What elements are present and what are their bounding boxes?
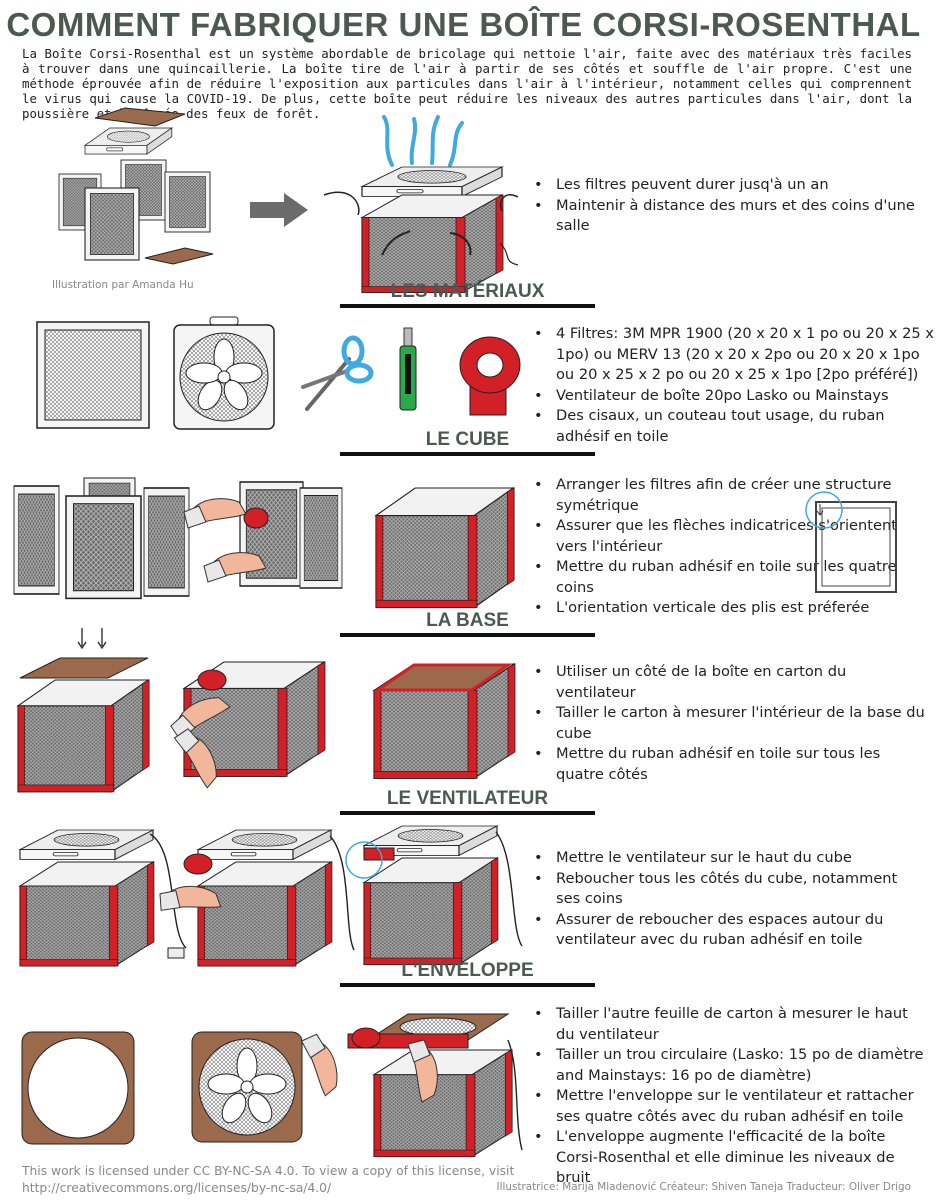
filter-illustration — [36, 321, 150, 429]
cardboard-cutout-illustration — [21, 1031, 135, 1145]
list-item: Maintenir à distance des murs et des coi… — [534, 196, 936, 237]
filter-orientation-diagram — [805, 491, 897, 593]
license-notice: This work is licensed under CC BY-NC-SA … — [22, 1164, 515, 1195]
cube-taping-illustration — [183, 481, 343, 589]
divider — [340, 811, 595, 815]
utility-knife-icon — [399, 327, 417, 411]
scissors-icon — [301, 335, 374, 411]
list-item: Assurer de reboucher des espaces autour … — [534, 910, 926, 951]
authors-credit: Illustratrice: Marija Mladenović Créateu… — [496, 1181, 911, 1193]
list-item: Les filtres peuvent durer jusq'à un an — [534, 175, 936, 196]
enveloppe-list: Tailler l'autre feuille de carton à mesu… — [528, 1004, 926, 1189]
section-heading-materiaux: LES MATÉRIAUX — [340, 282, 595, 308]
illustration-credit: Illustration par Amanda Hu — [52, 279, 194, 291]
list-item: 4 Filtres: 3M MPR 1900 (20 x 20 x 1 po o… — [534, 324, 941, 386]
intro-paragraph: La Boîte Corsi-Rosenthal est un système … — [22, 46, 912, 121]
section-heading-ventilateur: LE VENTILATEUR — [340, 789, 595, 815]
list-item: Mettre du ruban adhésif en toile sur tou… — [534, 744, 926, 785]
cube-arrange-filters-illustration — [13, 477, 190, 600]
list-item: Tailler l'autre feuille de carton à mesu… — [534, 1004, 926, 1045]
list-item: L'enveloppe augmente l'efficacité de la … — [534, 1127, 926, 1189]
overview-exploded-illustration — [58, 107, 214, 265]
section-heading-cube: LE CUBE — [340, 430, 595, 456]
list-item: Reboucher tous les côtés du cube, notamm… — [534, 869, 926, 910]
fan-on-cube-illustration — [19, 829, 187, 967]
list-item: Assurer que les flèches indicatrices s'o… — [534, 516, 926, 557]
list-item: Tailler un trou circulaire (Lasko: 15 po… — [534, 1045, 926, 1086]
cardboard-on-fan-illustration — [191, 1031, 303, 1143]
list-item: Ventilateur de boîte 20po Lasko ou Mains… — [534, 386, 941, 407]
section-heading-base: LA BASE — [340, 611, 595, 637]
list-item: Des cisaux, un couteau tout usage, du ru… — [534, 406, 941, 447]
box-fan-illustration — [173, 316, 275, 430]
fan-taping-illustration — [156, 829, 355, 967]
base-cardboard-illustration — [17, 628, 150, 793]
arrow-right-icon — [250, 193, 308, 227]
cube-taped-illustration — [375, 487, 515, 609]
ventilateur-list: Mettre le ventilateur sur le haut du cub… — [528, 848, 926, 951]
enveloppe-taping-illustration — [300, 1013, 523, 1158]
base-done-illustration — [373, 663, 516, 780]
divider — [340, 304, 595, 308]
list-item: Mettre le ventilateur sur le haut du cub… — [534, 848, 926, 869]
materiaux-list: 4 Filtres: 3M MPR 1900 (20 x 20 x 1 po o… — [528, 324, 941, 447]
overview-list: Les filtres peuvent durer jusq'à un an M… — [528, 175, 936, 237]
base-list: Utiliser un côté de la boîte en carton d… — [528, 662, 926, 785]
base-taping-illustration — [165, 661, 326, 794]
list-item: Tailler le carton à mesurer l'intérieur … — [534, 703, 926, 744]
duct-tape-icon — [459, 336, 521, 416]
divider — [340, 452, 595, 456]
list-item: L'orientation verticale des plis est pré… — [534, 598, 926, 619]
divider — [340, 983, 595, 987]
divider — [340, 633, 595, 637]
list-item: Mettre du ruban adhésif en toile sur les… — [534, 557, 926, 598]
assembled-box-illustration — [323, 115, 519, 294]
list-item: Mettre l'enveloppe sur le ventilateur et… — [534, 1086, 926, 1127]
cube-list: Arranger les filtres afin de créer une s… — [528, 475, 926, 619]
section-heading-enveloppe: L'ENVELOPPE — [340, 961, 595, 987]
list-item: Arranger les filtres afin de créer une s… — [534, 475, 926, 516]
fan-sealed-illustration — [345, 825, 523, 966]
page-title: COMMENT FABRIQUER UNE BOÎTE CORSI-ROSENT… — [6, 6, 921, 43]
list-item: Utiliser un côté de la boîte en carton d… — [534, 662, 926, 703]
